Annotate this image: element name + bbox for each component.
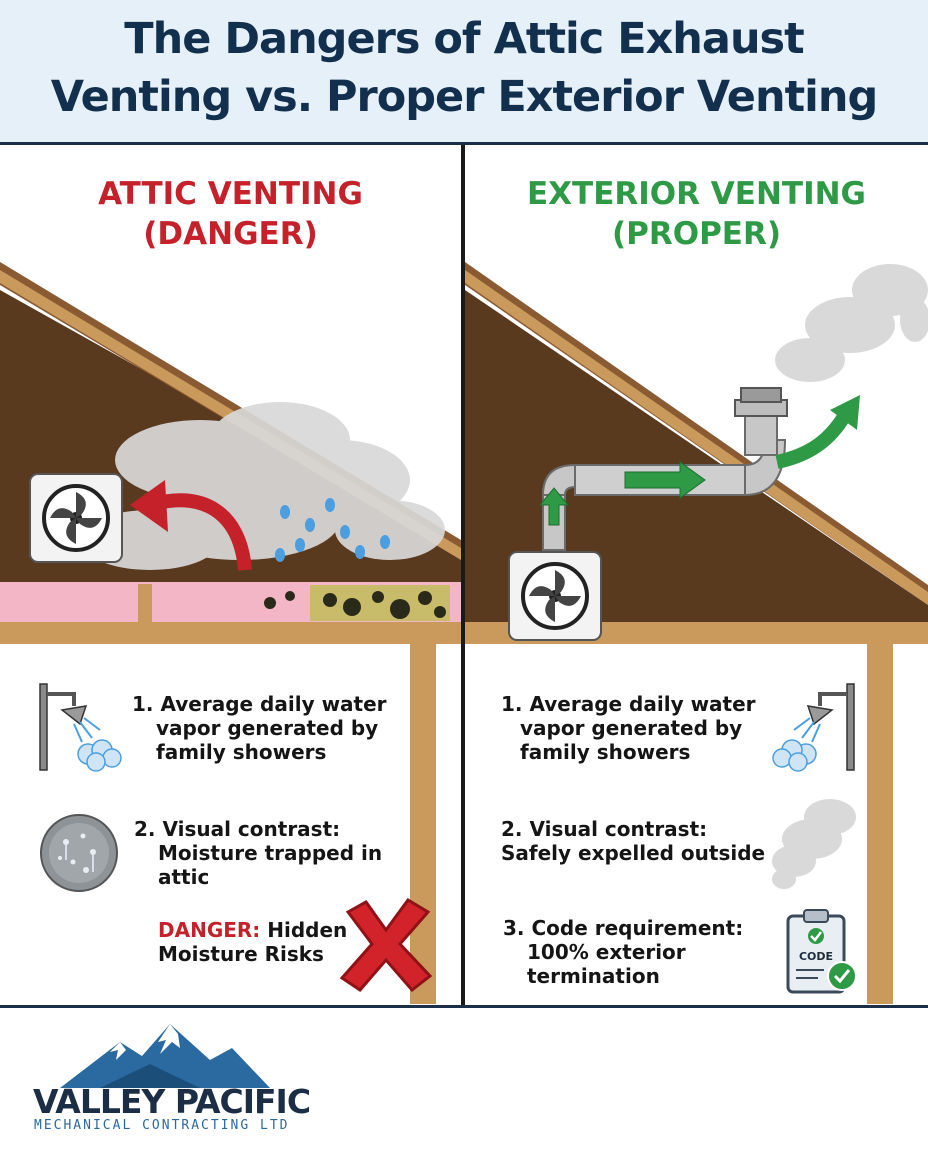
item-line: vapor generated by — [520, 716, 743, 740]
expelled-steam-cloud — [775, 264, 928, 382]
item-line: Visual contrast: — [162, 817, 341, 841]
proper-item-1: 1. Average daily water vapor generated b… — [501, 692, 756, 764]
danger-heading-line1: ATTIC VENTING — [98, 176, 363, 212]
proper-item-3: 3. Code requirement: 100% exterior termi… — [503, 916, 743, 988]
item-line: Safely expelled outside — [501, 841, 766, 865]
roof-rafter — [465, 270, 928, 605]
red-curved-arrow — [147, 493, 252, 571]
item-line: Average daily water — [160, 692, 387, 716]
logo-brand: VALLEY PACIFIC — [33, 1082, 311, 1121]
green-arrow-up — [538, 487, 570, 526]
shower-icon — [39, 683, 122, 772]
item-line: family showers — [520, 740, 691, 764]
red-arrow-head — [130, 480, 168, 532]
warning-line: Hidden — [267, 918, 348, 942]
steam-cloud-icon — [772, 799, 856, 889]
item-line: termination — [527, 964, 660, 988]
danger-item-2: 2. Visual contrast: Moisture trapped in … — [134, 817, 382, 889]
page-title-line1: The Dangers of Attic Exhaust — [124, 14, 804, 64]
water-droplets — [275, 498, 390, 562]
item-number: 1. — [501, 692, 523, 716]
attic-venting-illustration — [0, 262, 461, 1004]
proper-heading-line1: EXTERIOR VENTING — [526, 176, 866, 212]
roof-vent-cap — [734, 387, 788, 417]
footer-divider — [0, 1005, 928, 1008]
item-line: attic — [158, 865, 210, 889]
proper-item-2: 2. Visual contrast: Safely expelled outs… — [501, 817, 765, 865]
logo-subtitle: MECHANICAL CONTRACTING LTD — [34, 1118, 290, 1133]
item-line: Average daily water — [529, 692, 756, 716]
ceiling-joist — [0, 622, 461, 644]
item-number: 3. — [503, 916, 525, 940]
item-number: 1. — [132, 692, 154, 716]
exterior-venting-illustration — [465, 262, 928, 1004]
panel-divider — [461, 145, 465, 1007]
exhaust-fan-icon — [508, 551, 602, 641]
red-x-icon — [339, 898, 433, 992]
proper-heading-line2: (PROPER) — [611, 216, 782, 252]
green-curved-arrow-head — [830, 395, 860, 430]
green-arrow-right — [624, 461, 706, 499]
wall-stud — [410, 644, 436, 1004]
header-banner: The Dangers of Attic Exhaust Venting vs.… — [0, 0, 928, 145]
joist-post — [138, 584, 152, 624]
mold-spots — [264, 591, 446, 619]
item-line: Visual contrast: — [529, 817, 708, 841]
item-line: Moisture trapped in — [158, 841, 383, 865]
page-title-line2: Venting vs. Proper Exterior Venting — [50, 72, 879, 122]
item-number: 2. — [501, 817, 523, 841]
warning-line: Moisture Risks — [158, 942, 324, 966]
attic-interior — [465, 290, 928, 625]
shower-icon — [772, 683, 855, 772]
wall-stud — [867, 644, 893, 1004]
item-line: 100% exterior — [527, 940, 686, 964]
item-line: vapor generated by — [156, 716, 379, 740]
danger-item-1: 1. Average daily water vapor generated b… — [132, 692, 387, 764]
foggy-window-icon — [40, 814, 118, 892]
clipboard-code-text: CODE — [799, 950, 833, 963]
item-line: family showers — [156, 740, 327, 764]
danger-heading-line2: (DANGER) — [143, 216, 318, 252]
danger-warning: DANGER: Hidden Moisture Risks — [158, 918, 347, 966]
exhaust-fan-icon — [29, 473, 123, 563]
item-line: Code requirement: — [531, 916, 744, 940]
item-number: 2. — [134, 817, 156, 841]
green-curved-arrow — [775, 411, 852, 469]
danger-heading: ATTIC VENTING (DANGER) — [0, 174, 461, 254]
danger-label: DANGER: — [158, 918, 261, 942]
code-clipboard-icon: CODE — [786, 909, 857, 994]
proper-heading: EXTERIOR VENTING (PROPER) — [465, 174, 928, 254]
mountain-logo-icon — [60, 1024, 270, 1088]
